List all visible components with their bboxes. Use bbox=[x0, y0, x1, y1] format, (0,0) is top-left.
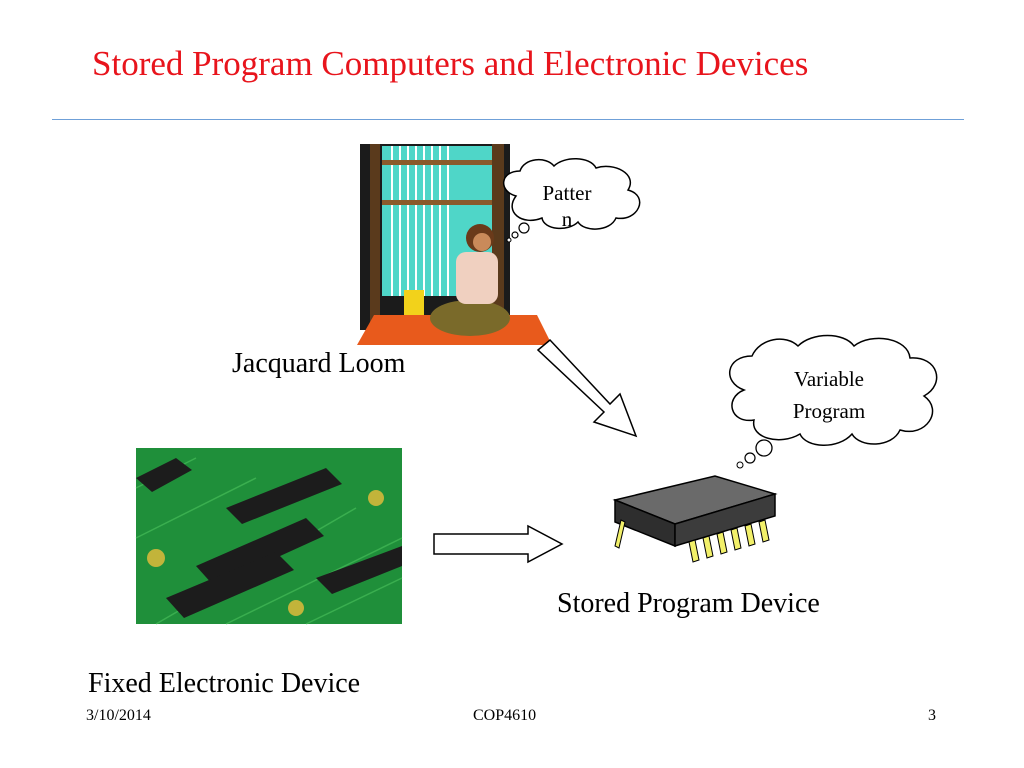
variable-program-cloud bbox=[728, 334, 938, 469]
variable-program-line-1: Variable bbox=[794, 367, 864, 391]
fixed-electronic-device-label: Fixed Electronic Device bbox=[88, 668, 361, 699]
pattern-thought-cloud bbox=[503, 158, 641, 243]
jacquard-loom-label: Jacquard Loom bbox=[232, 348, 406, 379]
chip-illustration bbox=[612, 475, 778, 563]
footer-date: 3/10/2014 bbox=[86, 707, 151, 724]
stored-program-device-label: Stored Program Device bbox=[557, 588, 820, 619]
variable-program-line-2: Program bbox=[792, 398, 866, 423]
title-divider bbox=[52, 119, 964, 120]
pattern-thought-line-2: n bbox=[561, 207, 573, 232]
pattern-thought-line-1: Patter bbox=[542, 181, 592, 205]
diagonal-arrow bbox=[536, 338, 638, 438]
footer-page-number: 3 bbox=[928, 707, 936, 724]
variable-program-text: Variable Program bbox=[764, 364, 894, 427]
horizontal-arrow bbox=[433, 524, 564, 564]
slide-title: Stored Program Computers and Electronic … bbox=[92, 44, 809, 83]
footer-course: COP4610 bbox=[473, 707, 537, 724]
pattern-thought-text: Patter n bbox=[522, 180, 612, 233]
jacquard-loom-illustration bbox=[357, 144, 552, 345]
circuit-board-photo bbox=[135, 448, 403, 625]
